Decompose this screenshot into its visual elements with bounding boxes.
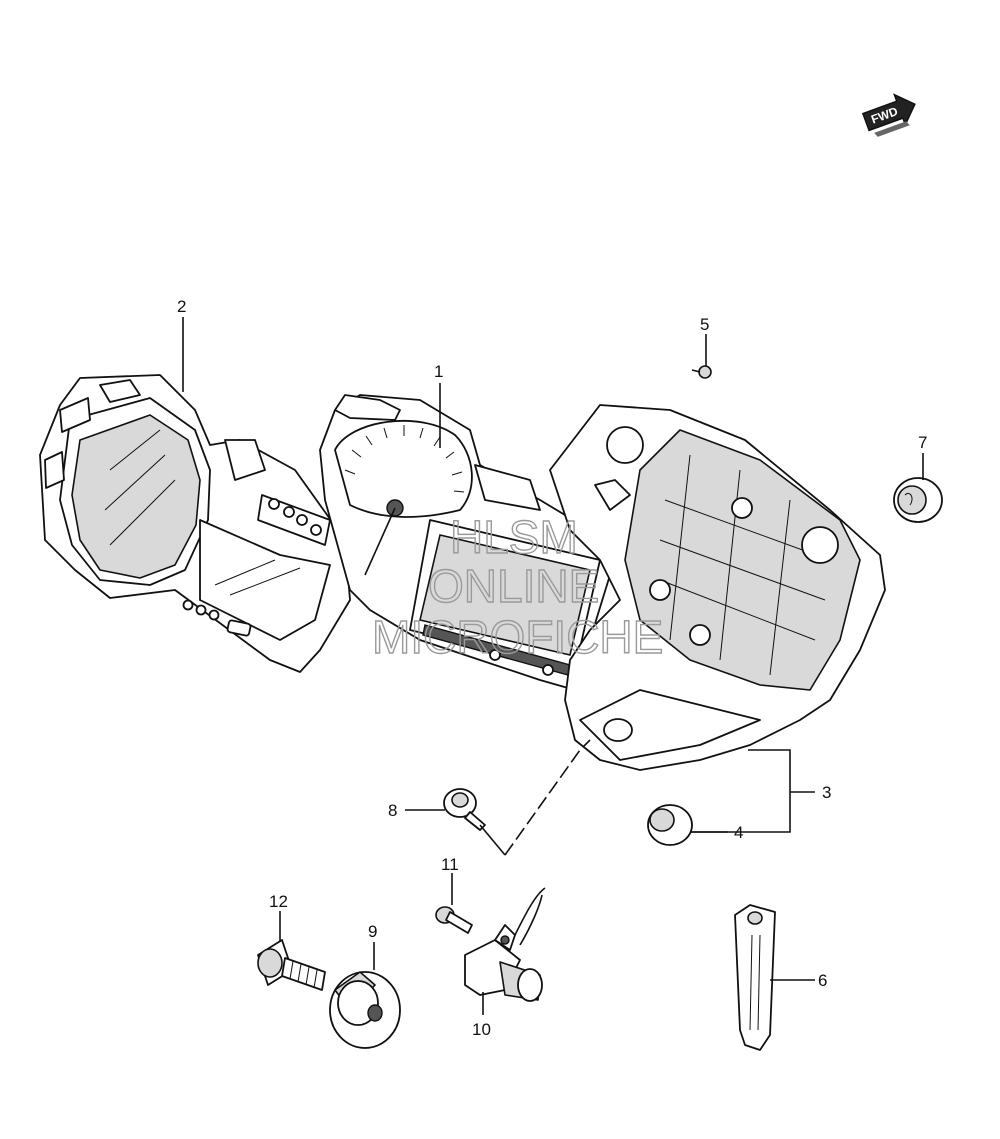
bolt-part-8 [443, 788, 486, 831]
watermark-line-1: HLSM [450, 511, 578, 563]
screw-part-11 [435, 906, 473, 934]
watermark: HLSM ONLINE MICROFICHE [371, 510, 664, 663]
callout-4: 4 [734, 823, 743, 842]
grommet-part-4 [647, 804, 693, 846]
callout-2: 2 [177, 297, 186, 316]
speed-sensor-part-10 [464, 887, 546, 1002]
callout-labels: 2 1 5 7 3 4 8 11 12 9 10 6 [177, 297, 927, 1039]
band-part-6 [734, 904, 776, 1051]
watermark-line-2: ONLINE [428, 560, 599, 612]
fwd-direction-arrow: FWD [861, 93, 916, 137]
callout-10: 10 [472, 1020, 491, 1039]
callout-3: 3 [822, 783, 831, 802]
lower-case-part-3 [549, 404, 886, 771]
callout-12: 12 [269, 892, 288, 911]
callout-9: 9 [368, 922, 377, 941]
callout-8: 8 [388, 801, 397, 820]
bolt-part-12 [257, 939, 326, 991]
callout-7: 7 [918, 433, 927, 452]
callout-5: 5 [700, 315, 709, 334]
watermark-line-3: MICROFICHE [372, 611, 663, 663]
meter-cover-part-2 [39, 374, 351, 673]
grommet-part-7 [893, 477, 943, 523]
screw-part-5 [691, 365, 712, 379]
callout-11: 11 [441, 855, 459, 874]
tachometer-ticks [344, 425, 465, 493]
callout-1: 1 [434, 362, 443, 381]
collar-part-9 [329, 971, 401, 1049]
leader-lines [182, 317, 924, 1015]
meter-assembly-part-1 [319, 394, 611, 691]
callout-6: 6 [818, 971, 827, 990]
